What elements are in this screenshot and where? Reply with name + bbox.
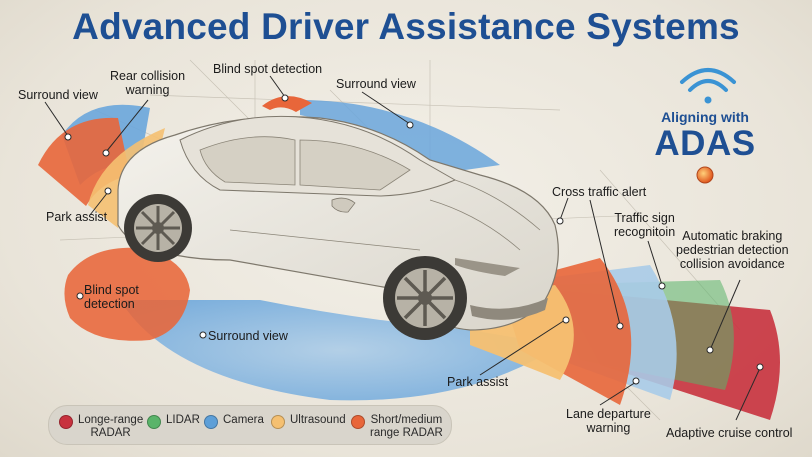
legend-label: LIDAR [166,414,200,426]
label-traffic-sign: Traffic sign recognitoin [614,211,676,239]
legend-label: Longe-range RADAR [78,414,144,439]
legend-item-ultrasound: Ultrasound [271,406,346,444]
label-rear-collision: Rear collision warning [110,69,186,97]
legend-item-long-radar: Longe-range RADAR [59,406,143,444]
blind-spot-left-zone [64,247,190,341]
wifi-signal-icon [680,68,736,104]
blind-spot-top-zone [262,96,312,112]
legend-swatch [204,415,218,429]
label-surround-view-left: Surround view [18,88,98,102]
surround-view-bottom-zone [120,300,560,401]
legend-label: Ultrasound [290,414,346,426]
label-cross-traffic: Cross traffic alert [552,185,647,199]
legend-label: Short/medium range RADAR [370,414,443,439]
status-light-icon [696,166,714,184]
legend: Longe-range RADAR LIDAR Camera Ultrasoun… [48,405,452,445]
legend-swatch [147,415,161,429]
brand-tagline: Aligning with [661,109,749,125]
label-surround-view-top: Surround view [336,77,416,91]
label-park-assist-left: Park assist [46,210,108,224]
label-blind-spot-left: Blind spot detection [84,283,139,311]
car-illustration [117,115,559,340]
label-lane-departure: Lane departure warning [566,407,651,435]
label-blind-spot-top: Blind spot detection [213,62,323,76]
legend-item-lidar: LIDAR [147,406,200,444]
label-park-assist-front: Park assist [447,375,509,389]
page-title: Advanced Driver Assistance Systems [72,6,740,47]
legend-item-short-radar: Short/medium range RADAR [351,406,443,444]
brand-name: ADAS [654,124,756,163]
label-auto-braking: Automatic braking pedestrian detection c… [676,229,789,271]
leader-lines [44,75,761,421]
legend-swatch [271,415,285,429]
label-adaptive-cruise: Adaptive cruise control [666,426,793,440]
label-surround-view-bottom: Surround view [208,329,288,343]
legend-swatch [59,415,73,429]
legend-item-camera: Camera [204,406,264,444]
zone-markers [64,94,764,385]
surround-view-top-zone [300,100,500,175]
legend-swatch [351,415,365,429]
legend-label: Camera [223,414,264,426]
